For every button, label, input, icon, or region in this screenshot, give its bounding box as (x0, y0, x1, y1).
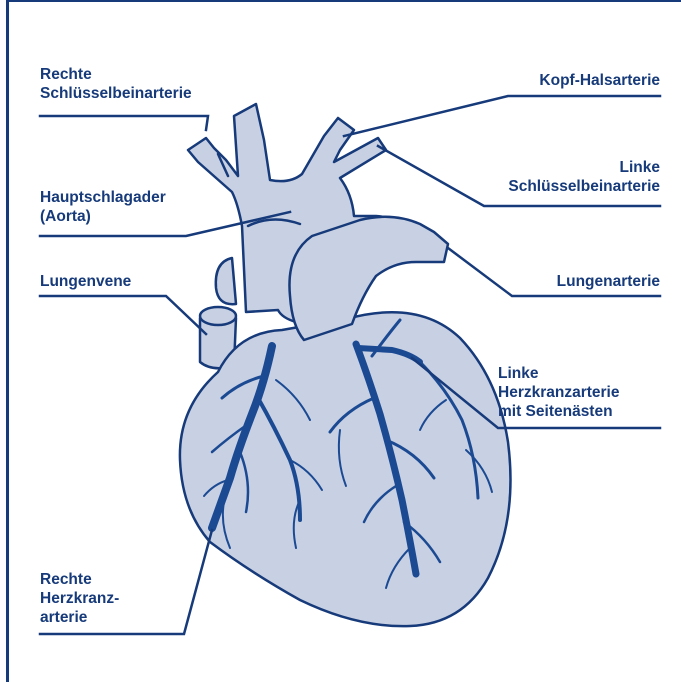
label-right-subclavian: Rechte Schlüsselbeinarterie (40, 65, 192, 103)
leader-right-subclavian (40, 116, 208, 130)
label-head-neck-artery: Kopf-Halsarterie (539, 71, 660, 90)
label-right-coronary: Rechte Herzkranz- arterie (40, 570, 119, 627)
label-pulmonary-vein: Lungenvene (40, 272, 131, 291)
label-aorta: Hauptschlagader (Aorta) (40, 188, 166, 226)
label-left-subclavian: Linke Schlüsselbeinarterie (508, 158, 660, 196)
pulmonary-vein-opening (200, 307, 236, 325)
leader-head-neck-artery (344, 96, 660, 136)
label-pulmonary-artery: Lungenarterie (557, 272, 660, 291)
leader-pulmonary-vein (40, 296, 206, 334)
atrium-shape (216, 258, 236, 304)
label-left-coronary: Linke Herzkranzarterie mit Seitenästen (498, 364, 619, 421)
